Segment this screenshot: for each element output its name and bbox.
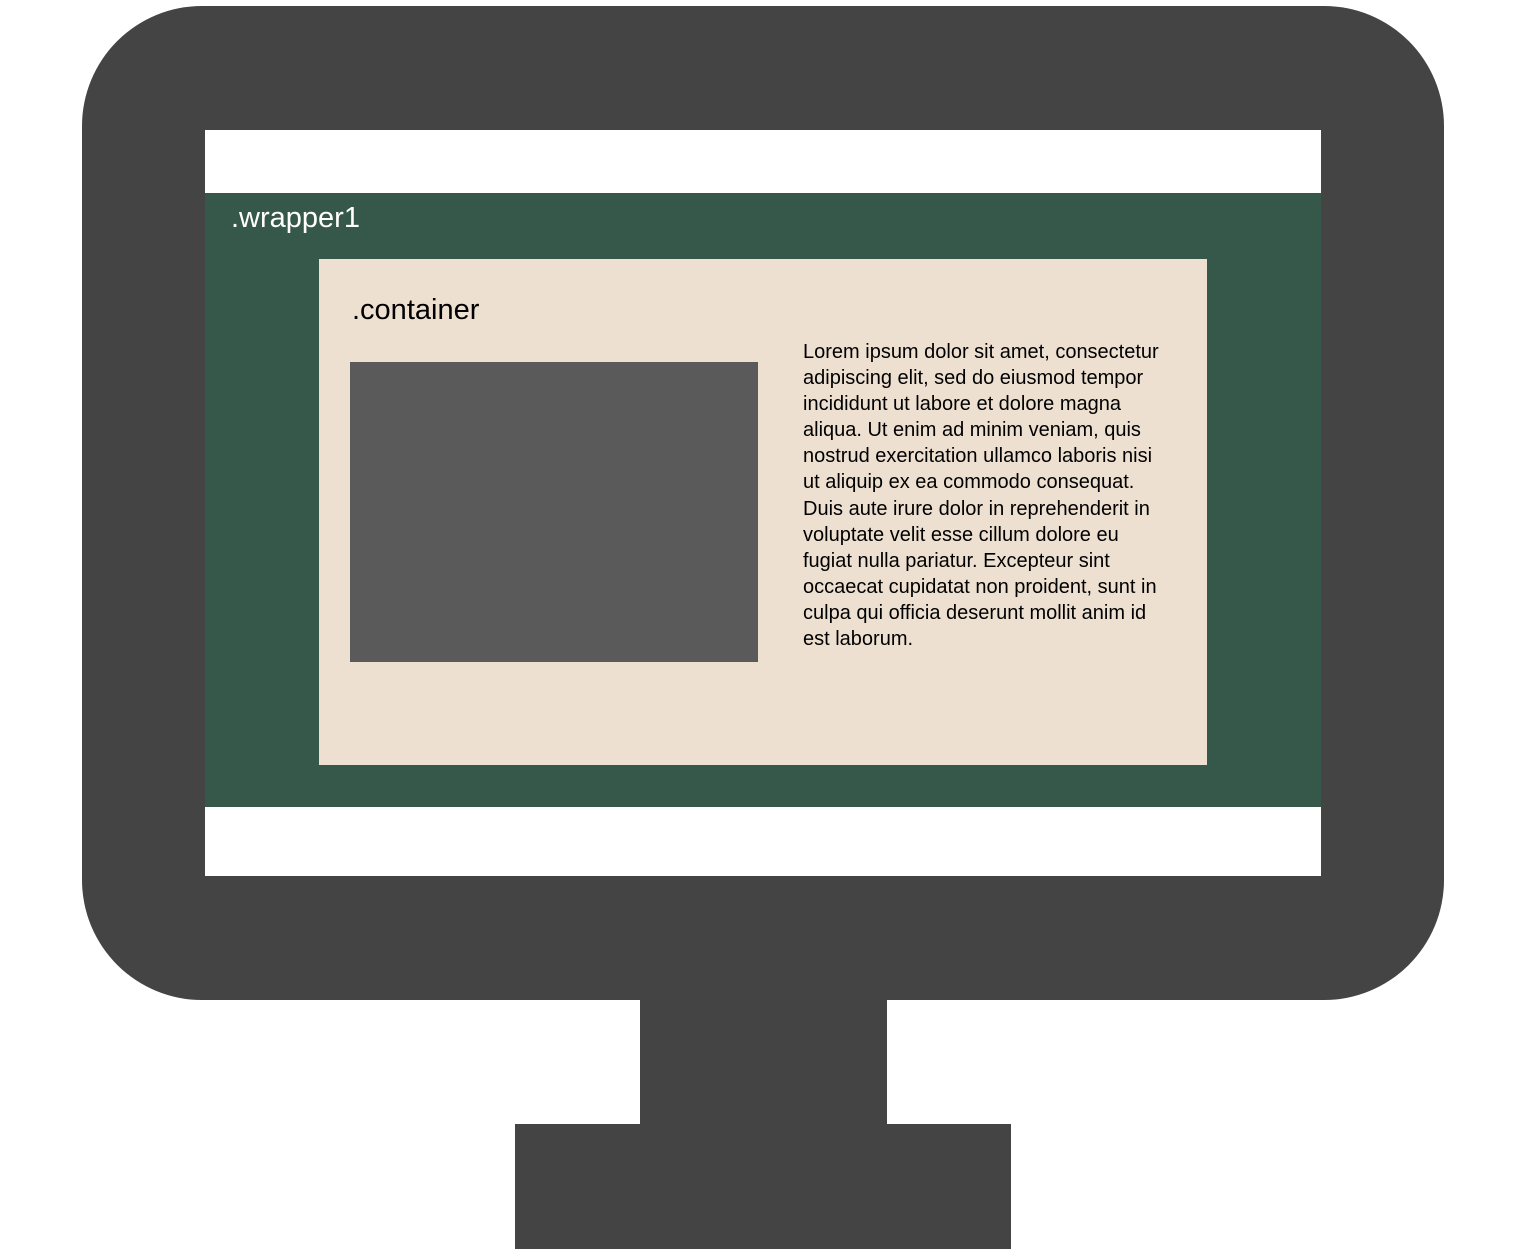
monitor-stand-neck xyxy=(640,990,887,1130)
wrapper-block: .wrapper1 .container Lorem ipsum dolor s… xyxy=(205,193,1321,807)
wrapper-label: .wrapper1 xyxy=(231,202,360,234)
monitor-screen: .wrapper1 .container Lorem ipsum dolor s… xyxy=(205,130,1321,876)
monitor-stand-base xyxy=(515,1124,1011,1249)
container-label: .container xyxy=(352,294,480,326)
body-text: Lorem ipsum dolor sit amet, consectetur … xyxy=(803,341,1159,651)
container-block: .container Lorem ipsum dolor sit amet, c… xyxy=(319,259,1207,765)
image-placeholder xyxy=(350,362,758,662)
